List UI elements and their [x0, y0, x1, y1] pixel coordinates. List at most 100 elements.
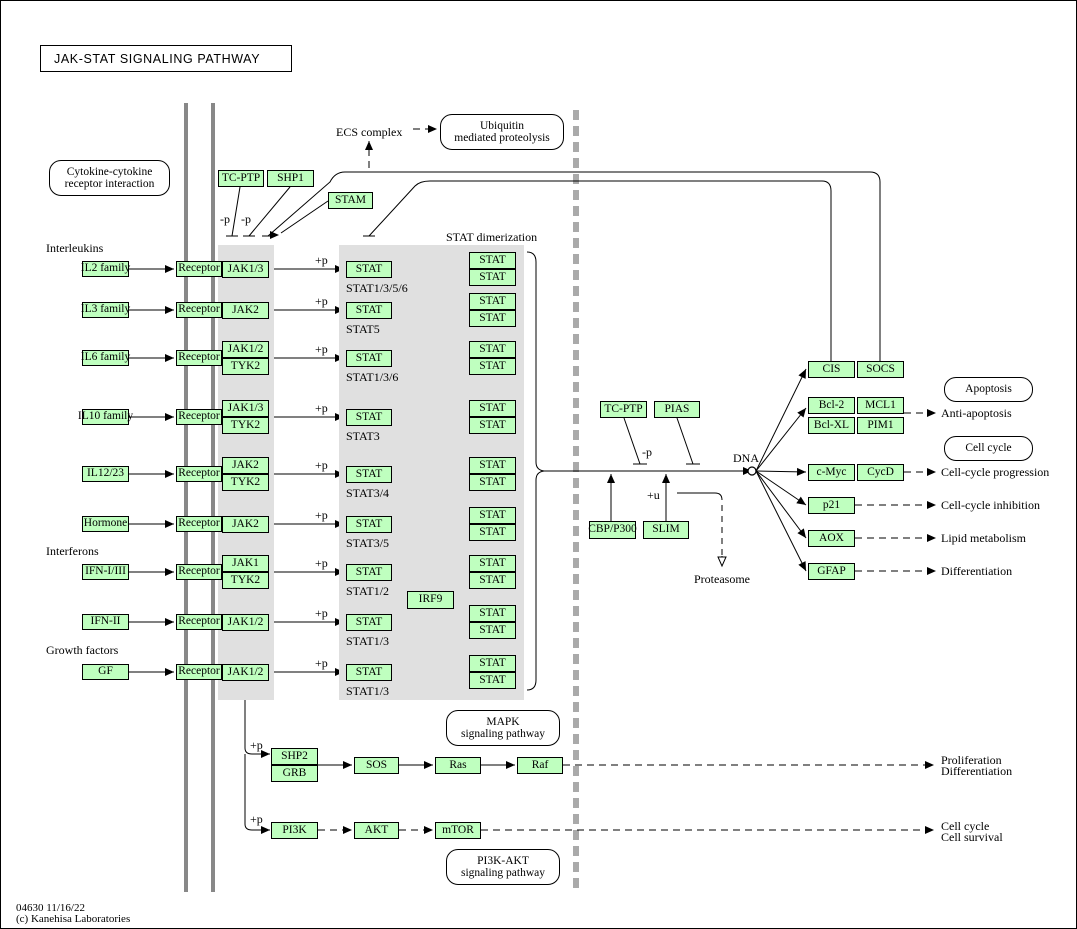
- akt[interactable]: AKT: [354, 822, 399, 839]
- receptor-7[interactable]: Receptor: [176, 614, 222, 630]
- map-cell-cycle[interactable]: Cell cycle: [944, 436, 1033, 461]
- stat-monomer-5[interactable]: STAT: [346, 516, 392, 533]
- pi3k[interactable]: PI3K: [271, 822, 318, 839]
- stat-type-label-0: STAT1/3/5/6: [346, 281, 408, 295]
- ligand-3[interactable]: IL10 family: [78, 409, 133, 425]
- jak-0-0[interactable]: JAK1/3: [222, 261, 269, 278]
- jak-2-0[interactable]: JAK1/2: [222, 341, 269, 358]
- bcl-xl[interactable]: Bcl-XL: [808, 417, 855, 434]
- tc-ptp-membrane[interactable]: TC-PTP: [218, 170, 264, 187]
- page-title: JAK-STAT SIGNALING PATHWAY: [40, 45, 292, 72]
- stat-dimer-bottom-6[interactable]: STAT: [469, 572, 516, 589]
- receptor-5[interactable]: Receptor: [176, 516, 222, 532]
- mcl1[interactable]: MCL1: [857, 397, 904, 414]
- receptor-6[interactable]: Receptor: [176, 564, 222, 580]
- tc-ptp-nuclear[interactable]: TC-PTP: [600, 401, 647, 418]
- mtor[interactable]: mTOR: [435, 822, 481, 839]
- map-mapk-signaling-line: MAPK: [486, 715, 520, 728]
- map-apoptosis[interactable]: Apoptosis: [944, 377, 1033, 402]
- jak-6-1[interactable]: TYK2: [222, 572, 269, 589]
- ligand-5[interactable]: Hormone: [82, 516, 129, 532]
- ligand-8[interactable]: GF: [82, 664, 129, 680]
- stat-dimer-top-4[interactable]: STAT: [469, 457, 516, 474]
- ras[interactable]: Ras: [435, 757, 481, 774]
- bcl-2[interactable]: Bcl-2: [808, 397, 855, 414]
- stat-dimer-bottom-1[interactable]: STAT: [469, 310, 516, 327]
- stat-dimer-bottom-8[interactable]: STAT: [469, 672, 516, 689]
- stat-monomer-7[interactable]: STAT: [346, 614, 392, 631]
- ligand-0[interactable]: IL2 family: [81, 261, 130, 277]
- stat-monomer-8[interactable]: STAT: [346, 664, 392, 681]
- shp2[interactable]: SHP2: [271, 748, 318, 765]
- receptor-2[interactable]: Receptor: [176, 350, 222, 366]
- gfap[interactable]: GFAP: [808, 563, 855, 580]
- stat-dimer-bottom-3[interactable]: STAT: [469, 417, 516, 434]
- aox[interactable]: AOX: [808, 530, 855, 547]
- jak-1-0[interactable]: JAK2: [222, 302, 269, 319]
- cis[interactable]: CIS: [808, 361, 855, 378]
- stat-monomer-4[interactable]: STAT: [346, 466, 392, 483]
- irf9[interactable]: IRF9: [407, 591, 454, 609]
- raf[interactable]: Raf: [517, 757, 563, 774]
- c-myc[interactable]: c-Myc: [808, 464, 855, 481]
- jak-4-1[interactable]: TYK2: [222, 474, 269, 491]
- slim[interactable]: SLIM: [643, 521, 689, 539]
- jak-6-0[interactable]: JAK1: [222, 555, 269, 572]
- jak-5-0[interactable]: JAK2: [222, 516, 269, 533]
- map-cytokine-receptor-interaction-line: Cytokine-cytokine: [66, 165, 153, 178]
- jak-3-0[interactable]: JAK1/3: [222, 400, 269, 417]
- stat-monomer-6[interactable]: STAT: [346, 564, 392, 581]
- stat-type-label-7: STAT1/3: [346, 634, 390, 648]
- stat-dimer-top-8[interactable]: STAT: [469, 655, 516, 672]
- stat-dimer-bottom-2[interactable]: STAT: [469, 358, 516, 375]
- arrow-head: [424, 826, 433, 834]
- sos[interactable]: SOS: [354, 757, 399, 774]
- ligand-7[interactable]: IFN-II: [82, 614, 129, 630]
- socs[interactable]: SOCS: [857, 361, 904, 378]
- stat-dimer-top-1[interactable]: STAT: [469, 293, 516, 310]
- shp1[interactable]: SHP1: [267, 170, 314, 187]
- stat-dimer-top-6[interactable]: STAT: [469, 555, 516, 572]
- footer-id: 04630 11/16/22: [16, 902, 85, 914]
- receptor-8[interactable]: Receptor: [176, 664, 222, 680]
- stat-monomer-1[interactable]: STAT: [346, 302, 392, 319]
- stam[interactable]: STAM: [328, 192, 373, 209]
- grb[interactable]: GRB: [271, 765, 318, 782]
- jak-4-0[interactable]: JAK2: [222, 457, 269, 474]
- cbp-p300[interactable]: CBP/P300: [588, 521, 637, 539]
- receptor-0[interactable]: Receptor: [176, 261, 222, 277]
- stat-dimer-bottom-7[interactable]: STAT: [469, 622, 516, 639]
- pias[interactable]: PIAS: [654, 401, 700, 418]
- stat-dimer-bottom-0[interactable]: STAT: [469, 269, 516, 286]
- jak-8-0[interactable]: JAK1/2: [222, 664, 269, 681]
- stat-dimer-top-0[interactable]: STAT: [469, 252, 516, 269]
- pim1[interactable]: PIM1: [857, 417, 904, 434]
- stat-monomer-2[interactable]: STAT: [346, 350, 392, 367]
- jak-3-1[interactable]: TYK2: [222, 417, 269, 434]
- jak-2-1[interactable]: TYK2: [222, 358, 269, 375]
- receptor-4[interactable]: Receptor: [176, 466, 222, 482]
- receptor-3[interactable]: Receptor: [176, 409, 222, 425]
- arrow-head: [424, 761, 433, 769]
- ligand-6[interactable]: IFN-I/III: [82, 564, 129, 580]
- stat-monomer-0[interactable]: STAT: [346, 261, 392, 278]
- stat-dimer-bottom-4[interactable]: STAT: [469, 474, 516, 491]
- map-ubiquitin-proteolysis-line: Ubiquitin: [479, 119, 525, 132]
- cycd[interactable]: CycD: [857, 464, 904, 481]
- ligand-2[interactable]: IL6 family: [81, 350, 130, 366]
- stat-dimer-top-7[interactable]: STAT: [469, 605, 516, 622]
- stat-dimer-top-2[interactable]: STAT: [469, 341, 516, 358]
- receptor-1[interactable]: Receptor: [176, 302, 222, 318]
- stat-dimer-top-5[interactable]: STAT: [469, 507, 516, 524]
- stat-monomer-3[interactable]: STAT: [346, 409, 392, 426]
- stat-dimer-top-3[interactable]: STAT: [469, 400, 516, 417]
- ligand-4[interactable]: IL12/23: [82, 466, 129, 482]
- p21[interactable]: p21: [808, 497, 855, 514]
- ligand-1[interactable]: IL3 family: [81, 302, 130, 318]
- stat-dimer-bottom-5[interactable]: STAT: [469, 524, 516, 541]
- jak-7-0[interactable]: JAK1/2: [222, 614, 269, 631]
